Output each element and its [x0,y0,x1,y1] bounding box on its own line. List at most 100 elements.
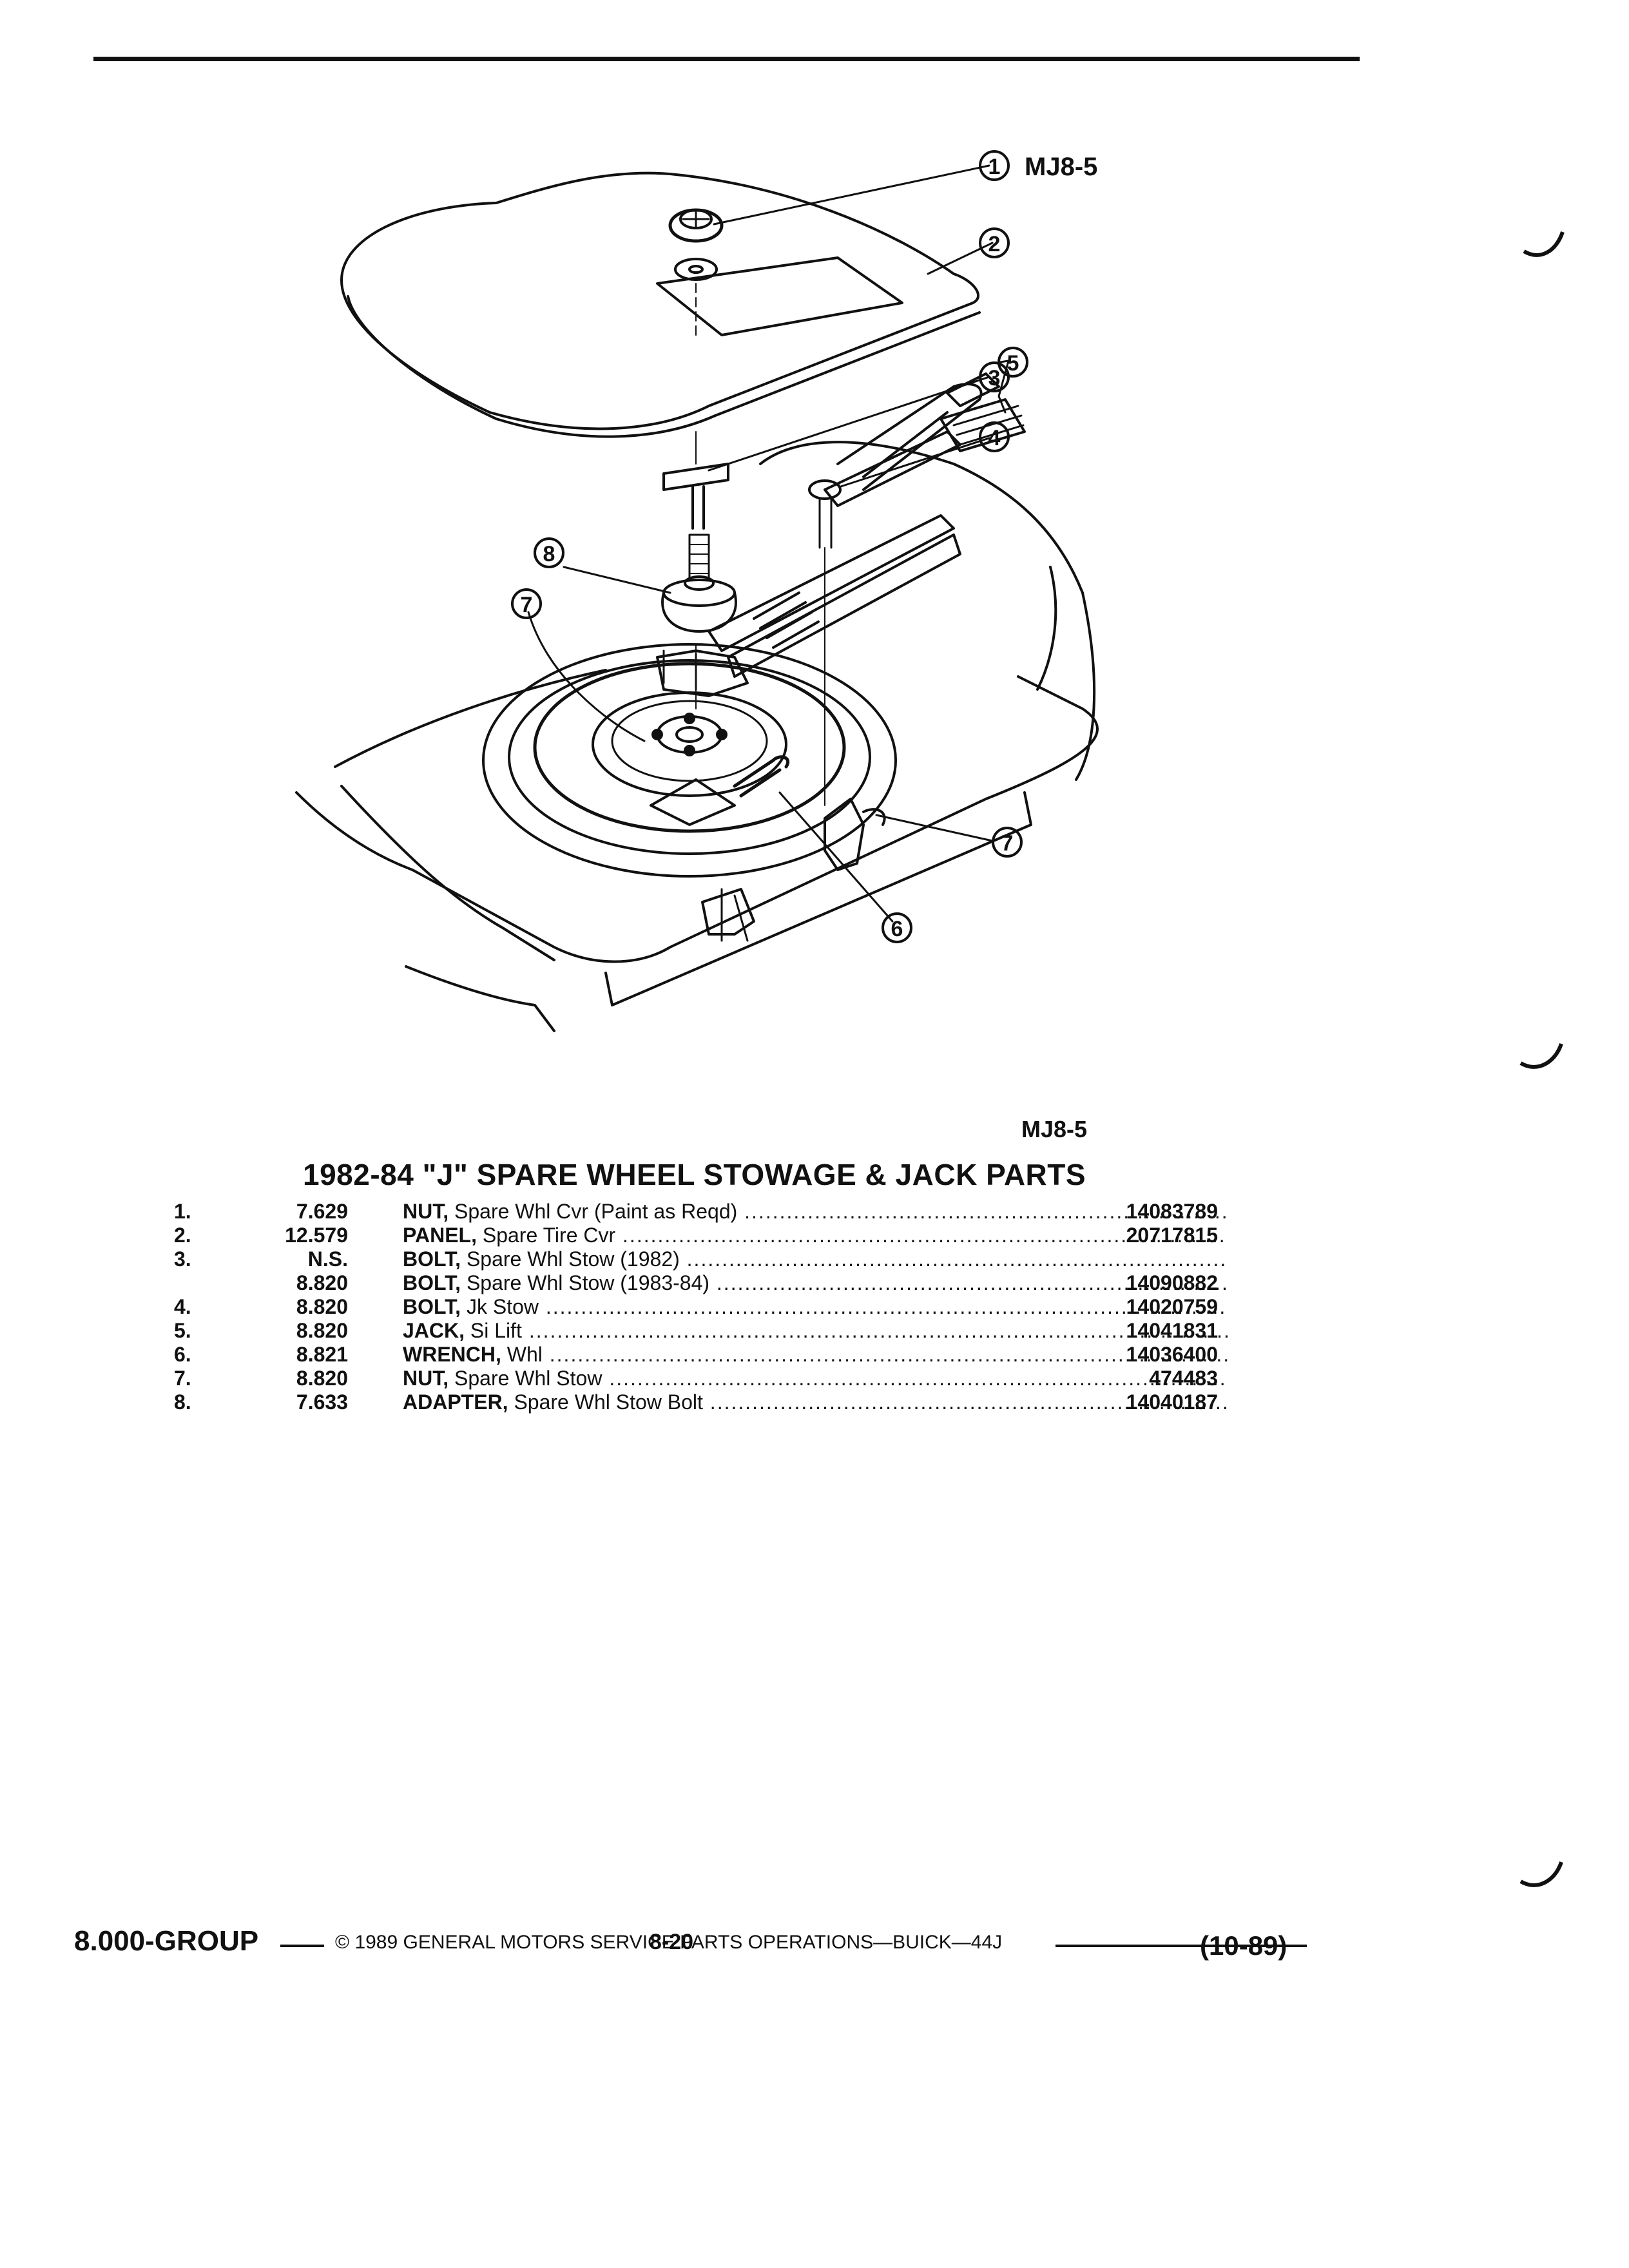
part-description: WRENCH, Whl ............................… [403,1343,1228,1367]
svg-text:7: 7 [1001,831,1014,856]
footer-copyright: © 1989 GENERAL MOTORS SERVICE PARTS OPER… [335,1932,1003,1953]
item-number: 2. [174,1224,191,1247]
callout-3: 3 [979,361,1010,392]
cover-washer [674,258,718,281]
binding-mark-2 [1519,1043,1563,1069]
leader-6 [778,791,894,923]
part-detail: Si Lift [470,1319,522,1342]
trunk-floor [295,669,1099,963]
illustration-number: N.S. [307,1247,348,1271]
svg-text:3: 3 [988,366,1001,390]
part-description: JACK, Si Lift ..........................… [403,1319,1228,1343]
part-description: NUT, Spare Whl Cvr (Paint as Reqd) .....… [403,1200,1228,1224]
part-name: BOLT, [403,1247,461,1271]
part-detail: Whl [506,1343,543,1366]
binding-mark-1 [1523,231,1565,257]
item-number: 4. [174,1295,191,1318]
callout-4: 4 [979,421,1010,452]
part-name: ADAPTER, [403,1390,508,1414]
illustration-number: 12.579 [285,1224,348,1247]
item-number: 6. [174,1343,191,1366]
svg-text:6: 6 [891,917,903,941]
part-detail: Spare Whl Stow (1983-84) [466,1271,710,1294]
part-description: ADAPTER, Spare Whl Stow Bolt ...........… [403,1390,1228,1414]
callout-2: 2 [979,227,1010,258]
part-name: BOLT, [403,1295,461,1318]
part-description: BOLT, Spare Whl Stow (1983-84) .........… [403,1271,1228,1295]
leader-dots: ........................................… [545,1295,1228,1318]
binding-mark-3 [1519,1861,1563,1887]
leader-7a [527,611,646,742]
part-description: BOLT, Jk Stow ..........................… [403,1295,1228,1319]
jack-handle [940,398,1026,452]
leader-1 [713,164,990,226]
part-detail: Spare Whl Stow [454,1367,602,1390]
part-description: BOLT, Spare Whl Stow (1982) ............… [403,1247,1228,1271]
svg-text:5: 5 [1007,351,1019,376]
part-number: 474483 [1149,1367,1218,1390]
part-name: JACK, [403,1319,465,1342]
jack-spring [753,591,820,649]
figure-code: MJ8-5 [1021,1116,1088,1142]
leader-7b [875,814,994,842]
spare-wheel-diagram: 1 MJ8-5 2 3 4 5 6 7 7 8 [295,150,1099,1032]
footer-date: (10-89) [1200,1930,1287,1961]
part-name: PANEL, [403,1224,477,1247]
footer-rule-right [1055,1945,1307,1947]
panel-label-rect [656,256,903,336]
leader-dots: ........................................… [686,1247,1228,1271]
parts-row: 4. 8.820 BOLT, Jk Stow ...................… [174,1295,1228,1319]
leader-dots: ........................................… [744,1200,1228,1223]
parts-row: 3.N.S.BOLT, Spare Whl Stow (1982) ......… [174,1247,1228,1271]
top-rule [93,57,1360,61]
part-number: 14036400 [1126,1343,1218,1366]
part-name: NUT, [403,1200,449,1223]
leader-dots: ........................................… [528,1319,1228,1342]
illustration-number: 8.820 [296,1367,348,1390]
illustration-number: 8.820 [296,1271,348,1294]
leader-5 [998,360,1010,414]
part-name: NUT, [403,1367,449,1390]
callout-5: 5 [998,347,1028,378]
part-name: BOLT, [403,1271,461,1294]
callout-7b: 7 [992,827,1023,858]
wheel-wrench [733,758,782,798]
illustration-number: 8.820 [296,1295,348,1318]
jack-bracket [824,798,865,871]
item-number: 1. [174,1200,191,1223]
part-number: 14083789 [1126,1200,1218,1223]
figure-callout-code: MJ8-5 [1025,153,1097,181]
item-number: 7. [174,1367,191,1390]
leader-dots: ........................................… [716,1271,1228,1294]
leader-dots: ........................................… [622,1224,1228,1247]
item-number: 5. [174,1319,191,1342]
leader-dots: ........................................… [709,1390,1228,1414]
illustration-number: 8.820 [296,1319,348,1342]
item-number: 8. [174,1390,191,1414]
part-number: 20717815 [1126,1224,1218,1247]
svg-text:2: 2 [988,232,1001,256]
leader-4 [840,437,990,488]
illustration-number: 7.633 [296,1390,348,1414]
part-number: 14041831 [1126,1319,1218,1342]
footer-group: 8.000-GROUP [74,1925,259,1957]
svg-text:7: 7 [521,593,533,617]
callout-7a: 7 [511,588,542,619]
leader-dots: ........................................… [549,1343,1228,1366]
spare-tire [533,662,846,833]
parts-row: 5. 8.820 JACK, Si Lift ...................… [174,1319,1228,1343]
section-title: 1982-84 "J" SPARE WHEEL STOWAGE & JACK P… [303,1158,1086,1191]
part-detail: Spare Tire Cvr [482,1224,616,1247]
wheel-well [482,643,897,878]
bolt-adapter [662,579,736,607]
part-detail: Jk Stow [466,1295,539,1318]
part-number: 14040187 [1126,1390,1218,1414]
footer-rule-left [280,1945,324,1947]
jack-body [708,514,955,652]
part-detail: Spare Whl Stow (1982) [466,1247,680,1271]
tire-cover-panel [340,171,979,430]
